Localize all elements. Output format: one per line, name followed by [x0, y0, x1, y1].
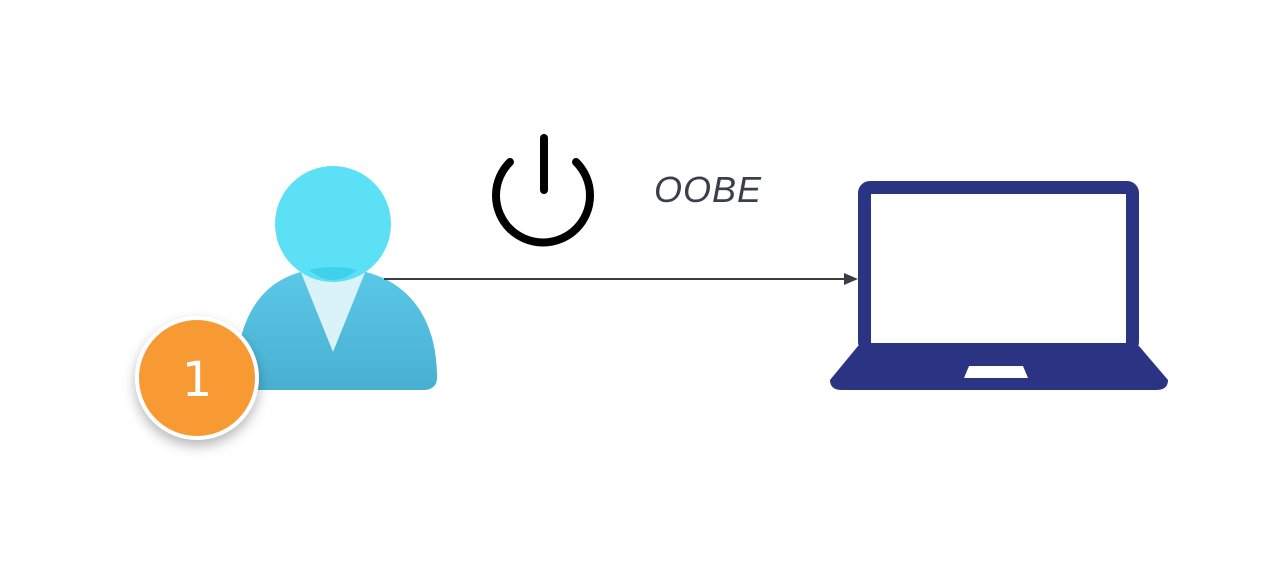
user-icon [235, 166, 437, 390]
laptop-icon [830, 181, 1168, 390]
oobe-label: OOBE [654, 169, 762, 210]
step-number: 1 [182, 352, 213, 408]
power-icon [492, 134, 594, 247]
step-badge: 1 [135, 316, 259, 440]
